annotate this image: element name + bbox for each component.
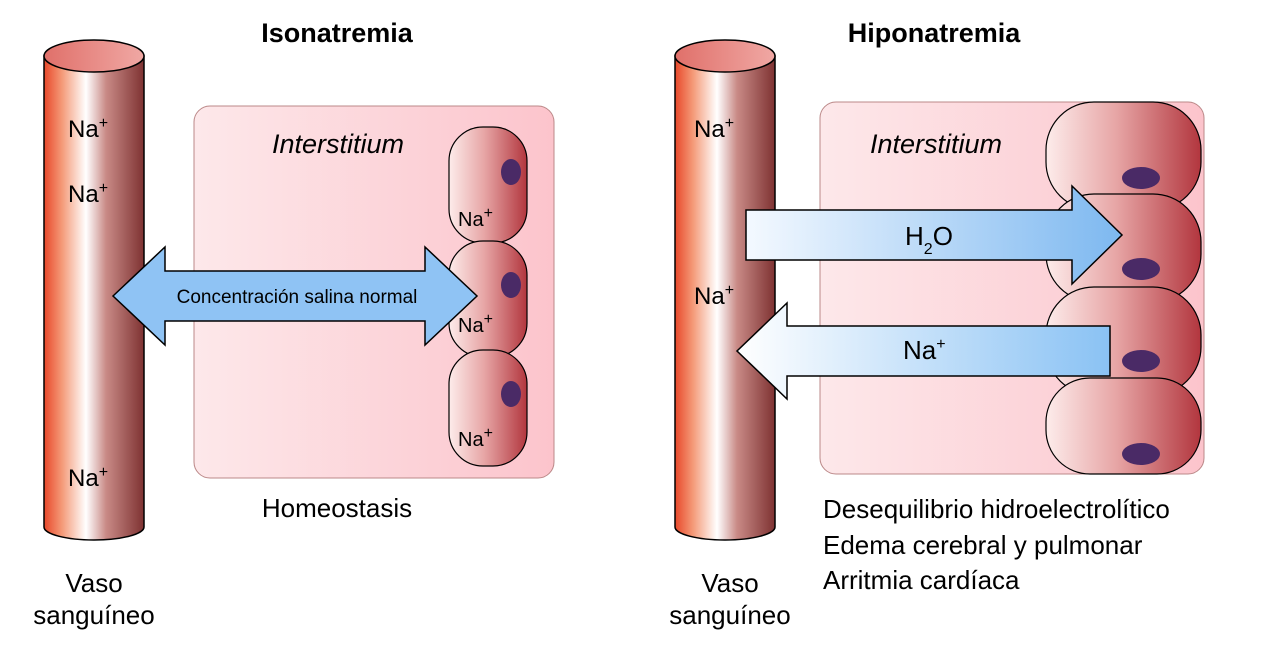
- right-cell-4: [1045, 377, 1202, 475]
- left-cell-na-label-2: Na+: [458, 311, 493, 337]
- right-interstitium-label: Interstitium: [870, 129, 1002, 159]
- left-vessel-caption-line2: sanguíneo: [33, 600, 154, 630]
- right-vessel-na-label-2: Na+: [694, 282, 734, 310]
- svg-text:Na+: Na+: [694, 282, 734, 310]
- svg-text:Na+: Na+: [68, 115, 108, 143]
- svg-text:Na+: Na+: [68, 464, 108, 492]
- svg-text:H2O: H2O: [905, 221, 953, 258]
- left-caption: Homeostasis: [262, 493, 412, 523]
- nucleus-icon: [1122, 350, 1160, 372]
- left-cell-na-label-1: Na+: [458, 205, 493, 231]
- right-water-arrow-label: H2O: [905, 221, 953, 258]
- nucleus-icon: [501, 272, 521, 298]
- left-vessel-caption-line1: Vaso: [65, 568, 122, 598]
- left-vessel-na-label-3: Na+: [68, 464, 108, 492]
- right-vessel-na-label-1: Na+: [694, 115, 734, 143]
- right-water-arrow: [745, 184, 1124, 286]
- left-arrow-label: Concentración salina normal: [177, 287, 418, 308]
- nucleus-icon: [1122, 443, 1160, 465]
- right-caption-line1: Desequilibrio hidroelectrolítico: [823, 494, 1170, 524]
- left-vessel-na-label-2: Na+: [68, 180, 108, 208]
- left-interstitium-label: Interstitium: [272, 129, 404, 159]
- left-vessel-na-label-1: Na+: [68, 115, 108, 143]
- svg-text:Na+: Na+: [458, 311, 493, 337]
- svg-text:Na+: Na+: [458, 425, 493, 451]
- right-sodium-arrow: [735, 301, 1111, 401]
- svg-text:Na+: Na+: [903, 335, 946, 365]
- svg-text:Na+: Na+: [694, 115, 734, 143]
- left-cell-3: [448, 349, 528, 467]
- nucleus-icon: [501, 159, 521, 185]
- svg-text:Na+: Na+: [68, 180, 108, 208]
- left-panel-title: Isonatremia: [261, 18, 414, 48]
- right-vessel-caption-line1: Vaso: [701, 568, 758, 598]
- left-cell-na-label-3: Na+: [458, 425, 493, 451]
- nucleus-icon: [501, 381, 521, 407]
- right-caption-line3: Arritmia cardíaca: [823, 565, 1020, 595]
- right-sodium-arrow-label: Na+: [903, 335, 946, 365]
- right-blood-vessel: [674, 39, 776, 541]
- nucleus-icon: [1122, 258, 1160, 280]
- left-double-arrow: [111, 245, 479, 347]
- nucleus-icon: [1122, 167, 1160, 189]
- right-vessel-caption-line2: sanguíneo: [669, 600, 790, 630]
- right-cell-1: [1045, 101, 1202, 211]
- right-panel-title: Hiponatremia: [848, 18, 1022, 48]
- left-blood-vessel: [43, 39, 145, 541]
- svg-text:Na+: Na+: [458, 205, 493, 231]
- right-caption-line2: Edema cerebral y pulmonar: [823, 530, 1143, 560]
